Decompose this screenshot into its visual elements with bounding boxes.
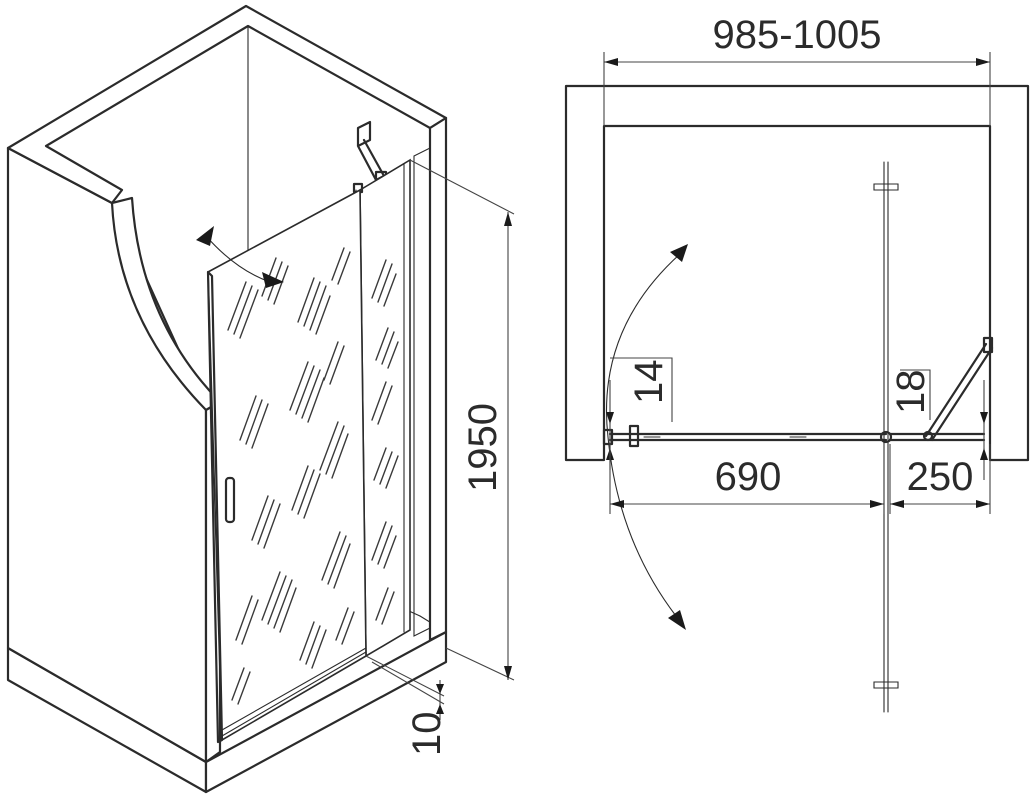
- isometric-view: 1950 10: [6, 4, 515, 794]
- outer-wall-top: [6, 4, 448, 205]
- door-width-label: 690: [715, 455, 782, 499]
- right-wall-inner: [413, 147, 431, 637]
- support-arm-joint: [922, 430, 934, 442]
- door-bottom-seal: [221, 647, 367, 737]
- door-width-dimension: [609, 444, 885, 514]
- height-dimension: [409, 159, 515, 681]
- fixed-panel-width-dimension: [889, 444, 991, 514]
- support-arm-mount: [982, 336, 994, 354]
- swing-arrow-left: [196, 226, 214, 246]
- door-open-cap-bottom: [873, 681, 899, 689]
- bottom-gap-label: 10: [405, 712, 449, 757]
- swing-arrow-up: [670, 244, 688, 262]
- door-handle-plan: [628, 424, 640, 448]
- door-open-line: [883, 161, 889, 713]
- door-handle: [224, 476, 236, 524]
- right-wall: [428, 116, 448, 642]
- door-open-cap-top: [873, 183, 899, 191]
- swing-arc-plan: [605, 253, 681, 617]
- fixed-glass-streaks: [371, 259, 399, 625]
- hinge-offset-label: 14: [627, 360, 671, 405]
- bottom-gap-dimension: [365, 655, 445, 720]
- door-glass-streaks: [227, 247, 355, 705]
- door-edge-profile: [206, 270, 224, 744]
- swing-arrow-right: [262, 272, 284, 288]
- fixed-panel-line: [888, 432, 986, 442]
- total-width-label: 985-1005: [712, 13, 881, 57]
- door-hinge-point: [879, 430, 893, 444]
- total-width-dimension: [603, 52, 991, 126]
- swing-arrow-down: [668, 610, 686, 630]
- fixed-panel-width-label: 250: [907, 455, 974, 499]
- fixed-glass-panel: [359, 158, 411, 658]
- door-end-cap: [602, 428, 614, 446]
- plan-view: 985-1005 14: [564, 13, 1030, 713]
- fixed-offset-dimension: [900, 369, 988, 480]
- support-arm: [924, 342, 994, 442]
- height-label: 1950: [461, 403, 505, 492]
- swing-arc: [205, 235, 271, 283]
- door-line: [608, 432, 888, 442]
- fixed-offset-label: 18: [889, 370, 933, 415]
